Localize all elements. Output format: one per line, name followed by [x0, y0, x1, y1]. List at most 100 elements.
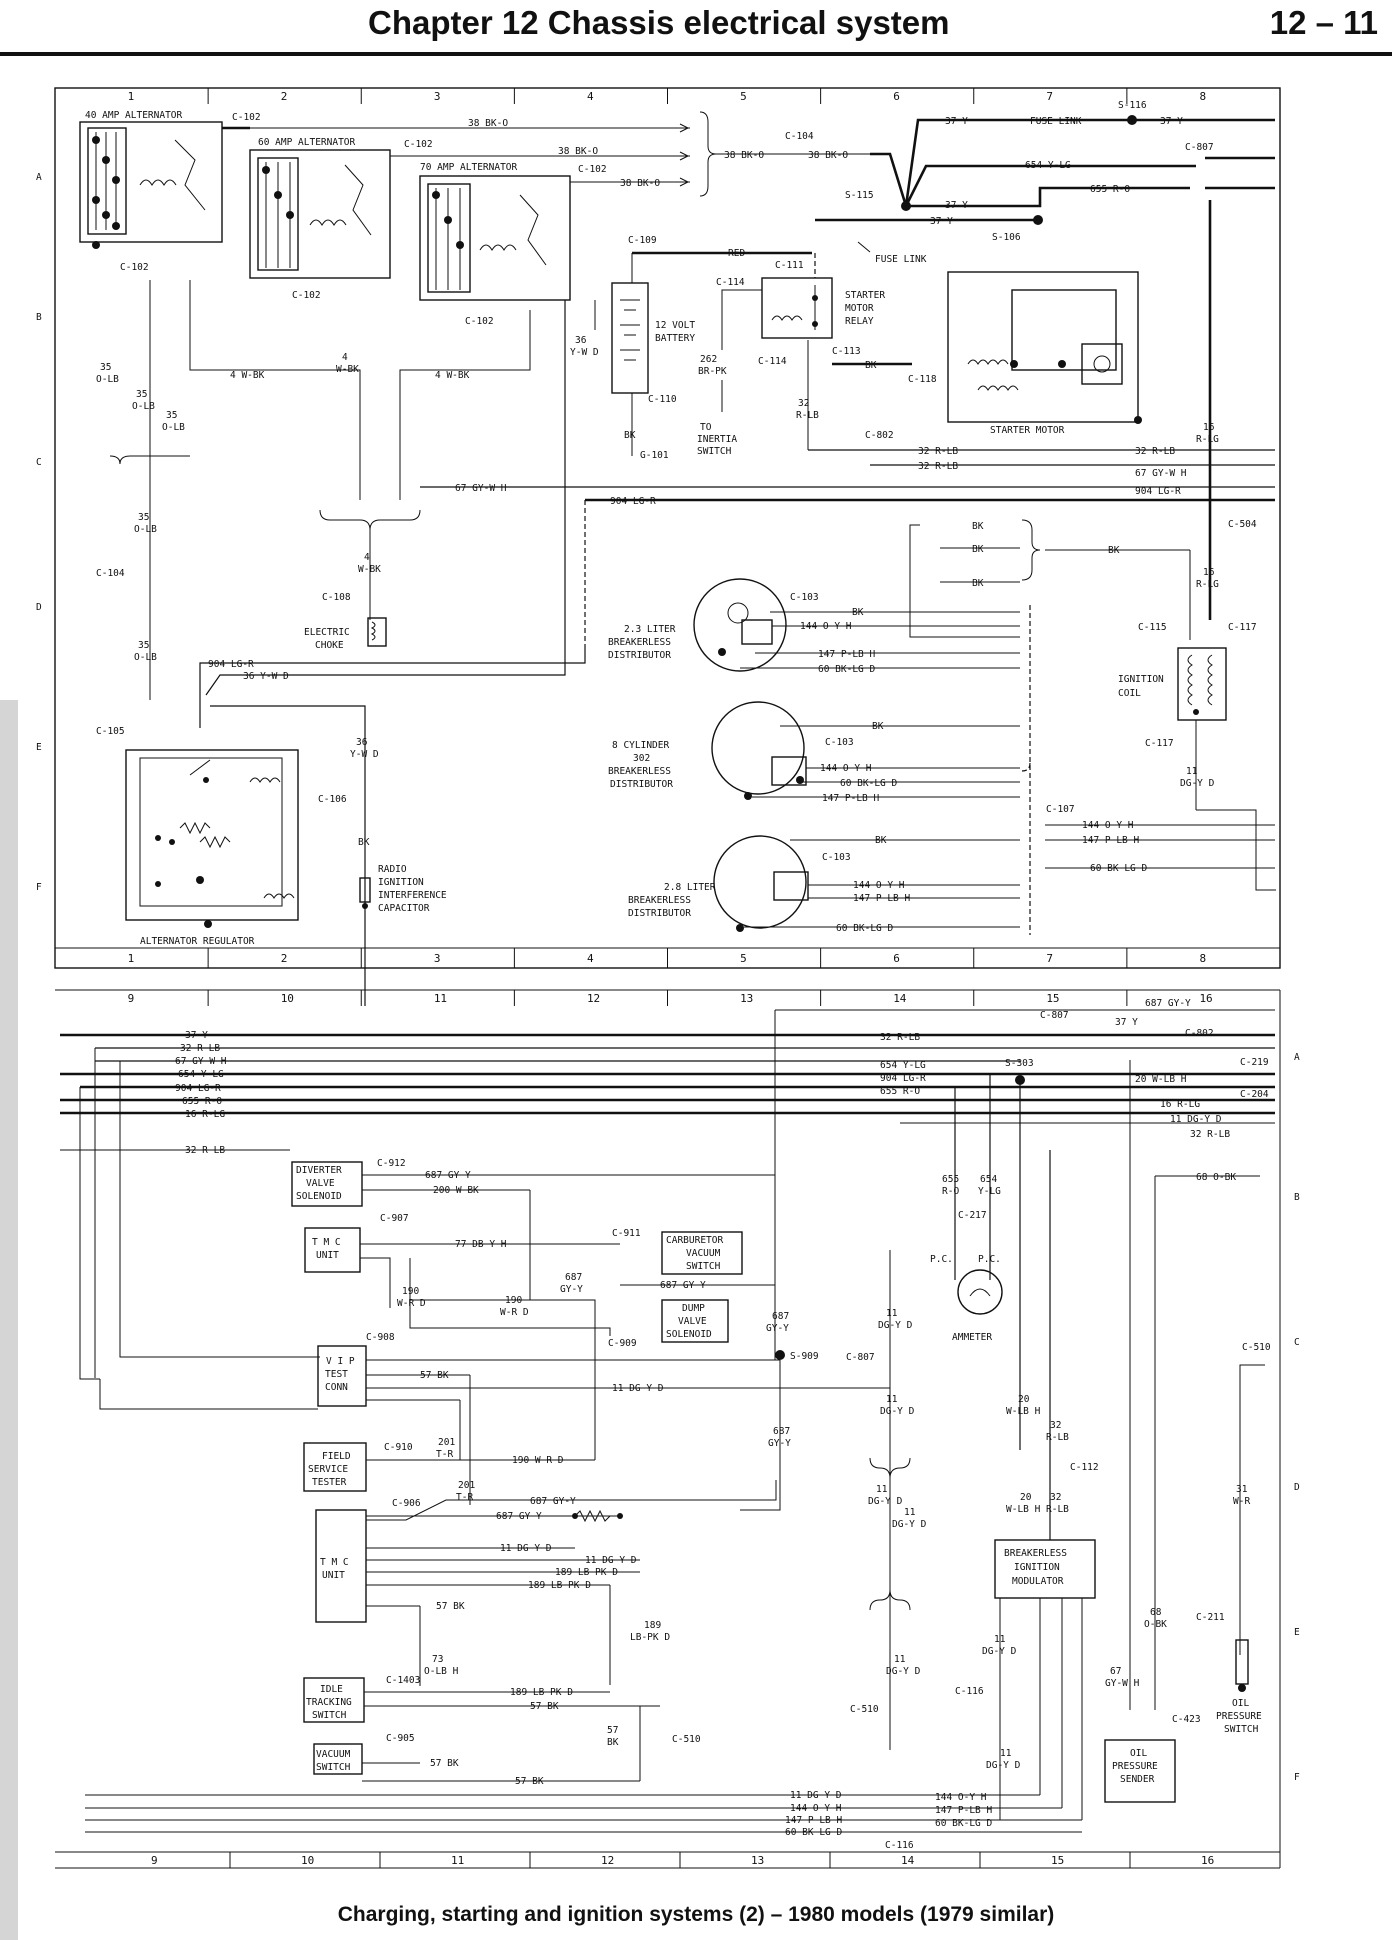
- d302-l1: 8 CYLINDER: [612, 740, 669, 751]
- carb-l2: VACUUM: [686, 1248, 721, 1259]
- wire-654-v2: Y-LG: [978, 1186, 1001, 1197]
- wire-77: 77 DB-Y H: [455, 1239, 507, 1250]
- wire-bk-d2: BK: [872, 721, 884, 732]
- top-col-b-5: 5: [740, 952, 747, 965]
- row-left-B: B: [36, 312, 42, 323]
- coil-l1: IGNITION: [1118, 674, 1164, 685]
- wire-4wbk-b: 4 W-BK: [435, 370, 470, 381]
- top-col-b-1: 1: [128, 952, 135, 965]
- wire-35-e1: 35: [138, 640, 149, 651]
- wire-32-c: 32 R-LB: [1135, 446, 1175, 457]
- relay-l1: STARTER: [845, 290, 885, 301]
- relay-l3: RELAY: [845, 316, 874, 327]
- c204-label: C-204: [1240, 1089, 1269, 1100]
- vacuum-switch: VACUUM SWITCH: [313, 1743, 363, 1775]
- wire-904-b: 904 LG-R: [1135, 486, 1181, 497]
- wire-38bko-d: 38 BK-O: [724, 150, 764, 161]
- wire-67-b: 67 GY-W H: [1135, 468, 1187, 479]
- top-col-2: 2: [281, 90, 288, 103]
- wire-35-a1: 35: [100, 362, 111, 373]
- wire-904-c: 904 LG-R: [208, 659, 254, 670]
- c219-label: C-219: [1240, 1057, 1269, 1068]
- wire-147-a: 147 P-LB H: [818, 649, 875, 660]
- ignition-modulator: BREAKERLESS IGNITION MODULATOR: [994, 1539, 1096, 1599]
- wire-200: 200 W-BK: [433, 1185, 479, 1196]
- wire-189-c2: LB-PK D: [630, 1632, 670, 1643]
- wire-655ro-a: 655 R-O: [1090, 184, 1130, 195]
- bottom-col-11: 11: [434, 992, 447, 1005]
- wire-67-d2: GY-W H: [1105, 1678, 1140, 1689]
- bottom-col-b-12: 12: [601, 1854, 614, 1867]
- alt-reg-label: ALTERNATOR REGULATOR: [140, 936, 255, 947]
- carb-l1: CARBURETOR: [666, 1235, 723, 1246]
- wire-201-b2: T-R: [456, 1492, 473, 1503]
- starter-motor: STARTER MOTOR: [947, 271, 1142, 436]
- row-right-B: B: [1294, 1192, 1300, 1203]
- wire-16-c: 16: [1203, 567, 1215, 578]
- alternator-70: 70 AMP ALTERNATOR: [419, 162, 571, 301]
- tmc2-l2: UNIT: [322, 1570, 345, 1581]
- bottom-col-10: 10: [281, 992, 294, 1005]
- wire-11-v6: DG-Y D: [868, 1496, 903, 1507]
- c1403-label: C-1403: [386, 1675, 420, 1686]
- c807-c: C-807: [846, 1352, 875, 1363]
- wire-201-b1: 201: [458, 1480, 475, 1491]
- wire-4wbk-c2: W-BK: [336, 364, 359, 375]
- c107-label: C-107: [1046, 804, 1075, 815]
- wire-654ylg-a: 654 Y-LG: [1025, 160, 1071, 171]
- c423-label: C-423: [1172, 1714, 1201, 1725]
- wire-35-e2: O-LB: [134, 652, 157, 663]
- wire-147-h: 147 P-LB H: [785, 1815, 842, 1826]
- wire-57-c: 57 BK: [530, 1701, 559, 1712]
- wire-38bko-a: 38 BK-O: [468, 118, 508, 129]
- tmc1-l1: T M C: [312, 1237, 341, 1248]
- d28-l3: DISTRIBUTOR: [628, 908, 691, 919]
- chapter-title: Chapter 12 Chassis electrical system: [368, 4, 950, 41]
- wire-11-coil-b: DG-Y D: [1180, 778, 1215, 789]
- diverter-valve-solenoid: DIVERTER VALVE SOLENOID: [291, 1161, 363, 1207]
- carb-l3: SWITCH: [686, 1261, 721, 1272]
- wire-57-a: 57 BK: [420, 1370, 449, 1381]
- wire-bk-rad: BK: [358, 837, 370, 848]
- top-col-4: 4: [587, 90, 594, 103]
- relay-l2: MOTOR: [845, 303, 874, 314]
- wire-57-v1: 57: [607, 1725, 618, 1736]
- alt70-label: 70 AMP ALTERNATOR: [420, 162, 518, 173]
- d302-l3: BREAKERLESS: [608, 766, 671, 777]
- wire-60-h: 60 BK-LG D: [785, 1827, 842, 1838]
- s106-label: S-106: [992, 232, 1021, 243]
- wire-bk-e4: BK: [1108, 545, 1120, 556]
- sender-l2: PRESSURE: [1112, 1761, 1158, 1772]
- wire-bk-d1: BK: [852, 607, 864, 618]
- wire-16-a: 16: [1203, 422, 1215, 433]
- c908-label: C-908: [366, 1332, 395, 1343]
- c112-label: C-112: [1070, 1462, 1099, 1473]
- oil-pressure-sender: OIL PRESSURE SENDER: [1104, 1739, 1176, 1803]
- d28-l2: BREAKERLESS: [628, 895, 691, 906]
- wire-655-v1: 655: [942, 1174, 959, 1185]
- row-left-D: D: [36, 602, 42, 613]
- wire-11-v3: 11: [886, 1394, 898, 1405]
- c807-a: C-807: [1185, 142, 1214, 153]
- vac-l2: SWITCH: [316, 1762, 351, 1773]
- wire-11-a: 11 DG-Y D: [612, 1383, 664, 1394]
- tmc2-l1: T M C: [320, 1557, 349, 1568]
- tmc-unit-2: T M C UNIT: [315, 1509, 367, 1623]
- top-col-b-6: 6: [893, 952, 900, 965]
- wire-68-b1: 68: [1150, 1607, 1162, 1618]
- c905-label: C-905: [386, 1733, 415, 1744]
- wire-189-d: 189 LB-PK D: [510, 1687, 573, 1698]
- wire-687-b: 687 GY-Y: [660, 1280, 706, 1291]
- wire-38bko-c: 38 BK-O: [620, 178, 660, 189]
- battery: 12 VOLT BATTERY: [611, 253, 695, 456]
- c102-c: C-102: [578, 164, 607, 175]
- c102-e: C-102: [292, 290, 321, 301]
- row-left-F: F: [36, 882, 42, 893]
- wire-11-v4: DG-Y D: [880, 1406, 915, 1417]
- wire-189-b: 189 LB-PK D: [528, 1580, 591, 1591]
- c110-label: C-110: [648, 394, 677, 405]
- c114-b: C-114: [758, 356, 787, 367]
- wire-11-h: 11 DG-Y D: [790, 1790, 842, 1801]
- row-left-C: C: [36, 457, 42, 468]
